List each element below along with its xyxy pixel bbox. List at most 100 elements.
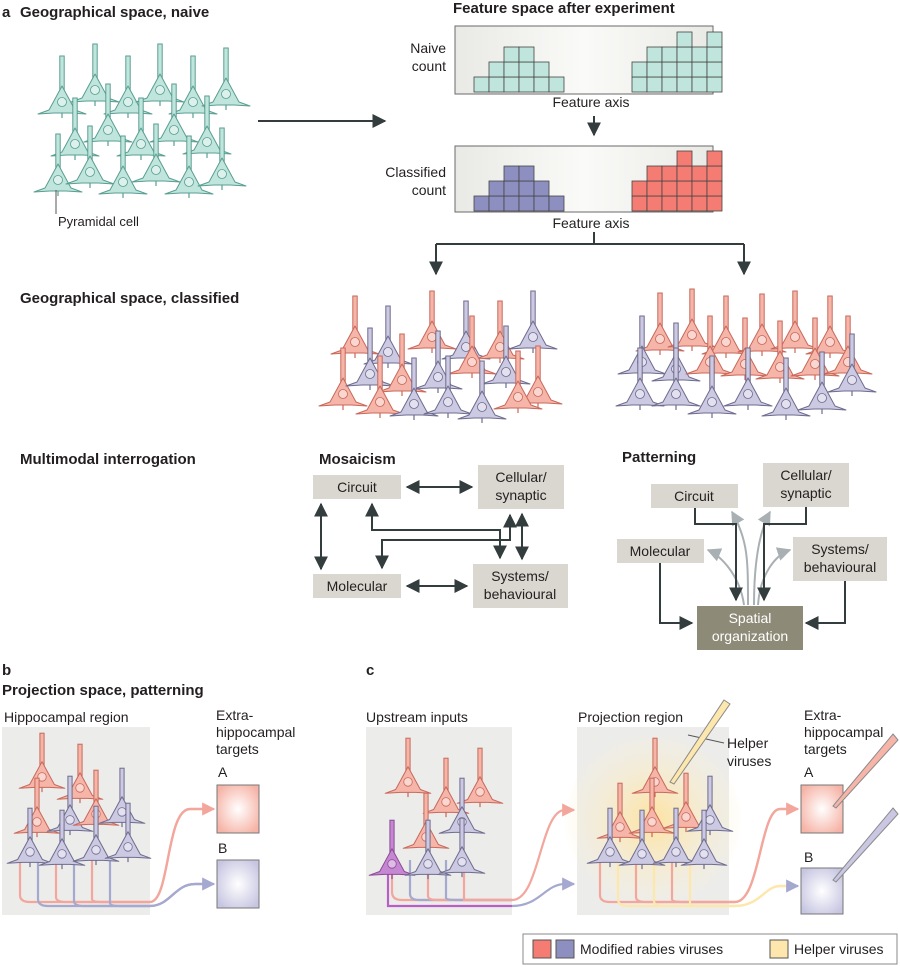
pyramidal-cell xyxy=(667,288,717,351)
naive-histogram xyxy=(473,31,723,93)
c-target-a-box xyxy=(800,784,844,834)
c-target-a-label: A xyxy=(804,764,814,780)
pyramidal-cell xyxy=(797,351,847,414)
legend-helper-label: Helper viruses xyxy=(794,941,883,957)
c-target-b-label: B xyxy=(804,849,813,865)
histogram-cell xyxy=(646,195,663,212)
pyramidal-cell xyxy=(680,809,728,870)
classified-histogram xyxy=(473,150,723,212)
histogram-cell xyxy=(473,76,490,93)
pyramidal-cell xyxy=(98,767,146,828)
histogram-cell xyxy=(661,76,678,93)
pyramidal-cell xyxy=(438,817,486,878)
histogram-cell xyxy=(646,165,663,182)
mosaic-circuit-label: Circuit xyxy=(337,479,377,495)
pattern-systems-box xyxy=(793,537,887,581)
pyramidal-cell xyxy=(652,807,700,868)
pyramidal-cell xyxy=(475,300,525,363)
histogram-cell xyxy=(533,76,550,93)
c-projection-axons xyxy=(386,802,800,908)
histogram-cell xyxy=(646,46,663,63)
histogram-cell xyxy=(503,46,520,63)
c-projection-cells xyxy=(586,737,734,870)
pyramidal-cell xyxy=(423,355,473,418)
pyramidal-cell xyxy=(761,357,811,420)
pyramidal-cell xyxy=(318,347,368,410)
spatial-label-2: organization xyxy=(712,628,788,644)
patterning-title: Patterning xyxy=(622,449,696,466)
legend-red-swatch xyxy=(532,939,552,959)
classified-title: Geographical space, classified xyxy=(20,290,239,307)
histogram-cell xyxy=(548,195,565,212)
pyramidal-cell xyxy=(135,43,185,106)
panel-b-title: Projection space, patterning xyxy=(2,682,204,699)
pyramidal-cell xyxy=(70,43,120,106)
mosaic-systems-label-2: behavioural xyxy=(484,586,556,602)
histogram-cell xyxy=(631,61,648,78)
histogram-cell xyxy=(706,31,723,48)
patterned-classified-cells xyxy=(615,288,877,420)
pyramidal-cell xyxy=(389,357,439,420)
pyramidal-cell xyxy=(98,135,148,198)
spatial-label-1: Spatial xyxy=(729,610,772,626)
pyramidal-cell xyxy=(37,55,87,118)
histogram-cell xyxy=(488,76,505,93)
histogram-cell xyxy=(706,195,723,212)
panel-c-letter: c xyxy=(366,662,374,679)
histogram-cell xyxy=(691,76,708,93)
histogram-cell xyxy=(706,165,723,182)
pyramidal-cell xyxy=(355,355,405,418)
mosaic-systems-label-1: Systems/ xyxy=(491,568,549,584)
histogram-cell xyxy=(706,150,723,167)
pyramidal-cell xyxy=(441,300,491,363)
pyramidal-cell xyxy=(687,355,737,418)
pyramidal-cell xyxy=(46,775,94,836)
panel-a-title: Geographical space, naive xyxy=(20,4,209,21)
pyramidal-cell xyxy=(456,747,504,808)
histogram-cell xyxy=(518,76,535,93)
pyramidal-cell xyxy=(18,732,66,793)
pyramidal-cell xyxy=(447,315,497,378)
pyramidal-cell xyxy=(508,290,558,353)
pattern-systems-label-1: Systems/ xyxy=(811,541,869,557)
b-target-b-box xyxy=(216,859,260,909)
histogram-cell xyxy=(548,76,565,93)
histogram-cell xyxy=(676,76,693,93)
pyramidal-cell xyxy=(197,127,247,190)
b-target-b-label: B xyxy=(218,840,227,856)
red-rabies-pipette xyxy=(832,733,899,809)
histogram-cell xyxy=(661,195,678,212)
pyramidal-cell xyxy=(723,347,773,410)
histogram-cell xyxy=(518,165,535,182)
histogram-cell xyxy=(646,61,663,78)
naive-count-label-1: Naive xyxy=(410,40,446,56)
hippocampal-region-label: Hippocampal region xyxy=(4,709,129,725)
b-targets-3: targets xyxy=(216,741,259,757)
pyramidal-cell xyxy=(368,819,416,880)
pattern-cellular-label-2: synaptic xyxy=(780,485,831,501)
histogram-cell xyxy=(706,46,723,63)
pyramidal-cell xyxy=(103,55,153,118)
histogram-cell xyxy=(676,165,693,182)
panel-a-letter: a xyxy=(2,4,11,21)
histogram-cell xyxy=(488,61,505,78)
pyramidal-cell xyxy=(345,327,395,390)
c-targets-3: targets xyxy=(804,741,847,757)
pyramidal-cell xyxy=(422,757,470,818)
mosaic-circuit-box xyxy=(313,475,401,499)
legend-box xyxy=(522,933,898,965)
histogram-cell xyxy=(533,61,550,78)
pattern-cellular-label-1: Cellular/ xyxy=(780,467,831,483)
pyramidal-cell xyxy=(596,782,644,843)
pyramidal-cell xyxy=(65,125,115,188)
b-targets-1: Extra- xyxy=(216,707,254,723)
pyramidal-cell xyxy=(493,350,543,413)
b-target-a-label: A xyxy=(218,764,228,780)
patterning-grey-arrows xyxy=(706,510,792,606)
mosaic-cellular-label-2: synaptic xyxy=(495,487,546,503)
mosaic-cellular-box xyxy=(478,465,564,509)
pyramidal-cell xyxy=(407,290,457,353)
histogram-cell xyxy=(533,195,550,212)
histogram-cell xyxy=(473,195,490,212)
